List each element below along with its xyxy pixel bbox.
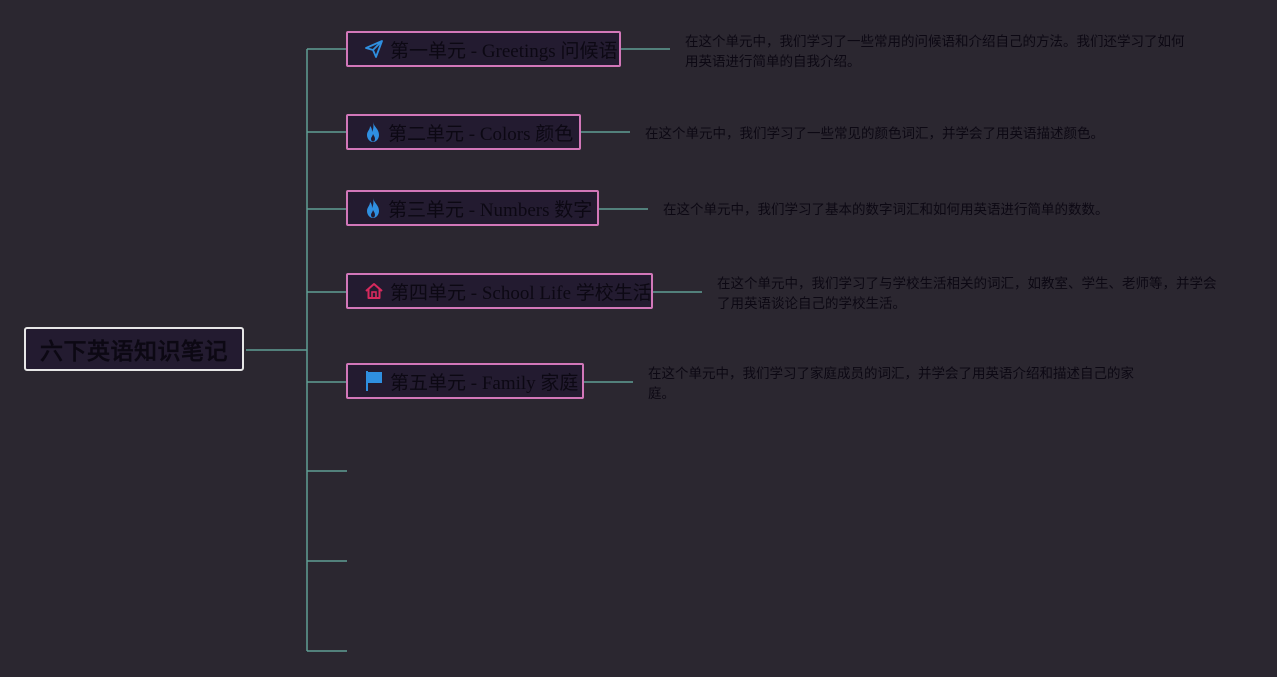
flame-icon [364, 121, 382, 143]
unit-title: 第二单元 - Colors 颜色 [388, 123, 574, 145]
paper-plane-icon [364, 38, 384, 60]
unit-note-5: 在这个单元中，我们学习了家庭成员的词汇，并学会了用英语介绍和描述自己的家庭。 [648, 366, 1134, 402]
unit-title: 第一单元 - Greetings 问候语 [390, 40, 618, 62]
unit-title: 第五单元 - Family 家庭 [390, 372, 579, 394]
unit-title: 第四单元 - School Life 学校生活 [390, 282, 652, 304]
unit-node-1[interactable]: 第一单元 - Greetings 问候语 [346, 31, 621, 67]
unit-title: 第三单元 - Numbers 数字 [388, 199, 593, 221]
unit-node-4[interactable]: 第四单元 - School Life 学校生活 [346, 273, 653, 309]
root-title: 六下英语知识笔记 [40, 339, 228, 365]
unit-node-3[interactable]: 第三单元 - Numbers 数字 [346, 190, 599, 226]
unit-note-3: 在这个单元中，我们学习了基本的数字词汇和如何用英语进行简单的数数。 [663, 202, 1109, 218]
unit-node-2[interactable]: 第二单元 - Colors 颜色 [346, 114, 581, 150]
flame-icon [364, 197, 382, 219]
root-topic[interactable]: 六下英语知识笔记 [24, 327, 244, 371]
unit-note-1: 在这个单元中，我们学习了一些常用的问候语和介绍自己的方法。我们还学习了如何用英语… [685, 34, 1185, 70]
unit-note-4: 在这个单元中，我们学习了与学校生活相关的词汇，如教室、学生、老师等，并学会了用英… [717, 276, 1217, 312]
unit-node-5[interactable]: 第五单元 - Family 家庭 [346, 363, 584, 399]
flag-icon [364, 370, 384, 392]
house-icon [364, 280, 384, 302]
unit-note-2: 在这个单元中，我们学习了一些常见的颜色词汇，并学会了用英语描述颜色。 [645, 126, 1104, 142]
